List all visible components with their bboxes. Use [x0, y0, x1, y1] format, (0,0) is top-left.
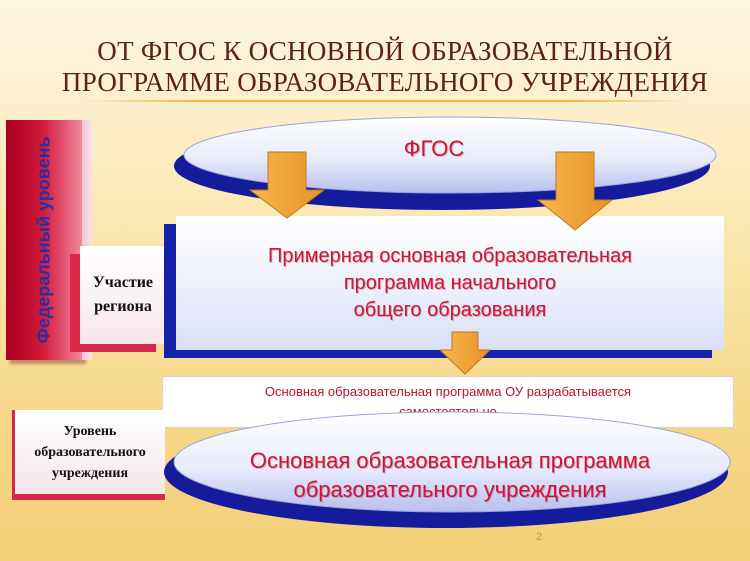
federal-level-bar: [6, 120, 82, 360]
development-note-box: Основная образовательная программа ОУ ра…: [162, 376, 734, 428]
arrow-down-right: [536, 151, 614, 231]
arrow-down-middle: [438, 331, 492, 375]
institution-level-line-1: Уровень: [63, 423, 117, 439]
sample-program-line-2: программа начального: [343, 271, 557, 294]
region-label-line-2: региона: [94, 298, 152, 315]
institution-level-box: Уровень образовательного учреждения: [12, 410, 165, 500]
title-underline: [80, 100, 690, 102]
arrow-down-left: [248, 151, 326, 219]
institution-program-line-1: Основная образовательная программа: [249, 448, 651, 473]
slide-title: ОТ ФГОС К ОСНОВНОЙ ОБРАЗОВАТЕЛЬНОЙ ПРОГР…: [60, 36, 710, 98]
institution-program-line-2: образовательного учреждения: [293, 477, 607, 502]
fgos-label: ФГОС: [403, 136, 465, 161]
sample-program-box: Примерная основная образовательная прогр…: [176, 216, 724, 350]
institution-program-label: Основная образовательная программа образ…: [200, 446, 700, 504]
sample-program-line-1: Примерная основная образовательная: [268, 244, 632, 267]
slide-title-line-1: ОТ ФГОС К ОСНОВНОЙ ОБРАЗОВАТЕЛЬНОЙ: [97, 36, 673, 66]
region-participation-box: Участие региона: [80, 246, 166, 344]
federal-level-bar-side: [82, 120, 92, 360]
institution-program-ellipse: [173, 411, 731, 513]
region-label-line-1: Участие: [92, 274, 154, 291]
institution-level-line-2: образовательного: [34, 444, 146, 460]
page-number: 2: [536, 531, 543, 543]
development-note-line-1: Основная образовательная программа ОУ ра…: [264, 384, 632, 399]
institution-level-line-3: учреждения: [51, 465, 129, 481]
sample-program-line-3: общего образования: [353, 298, 547, 321]
slide-title-line-2: ПРОГРАММЕ ОБРАЗОВАТЕЛЬНОГО УЧРЕЖДЕНИЯ: [61, 67, 709, 97]
